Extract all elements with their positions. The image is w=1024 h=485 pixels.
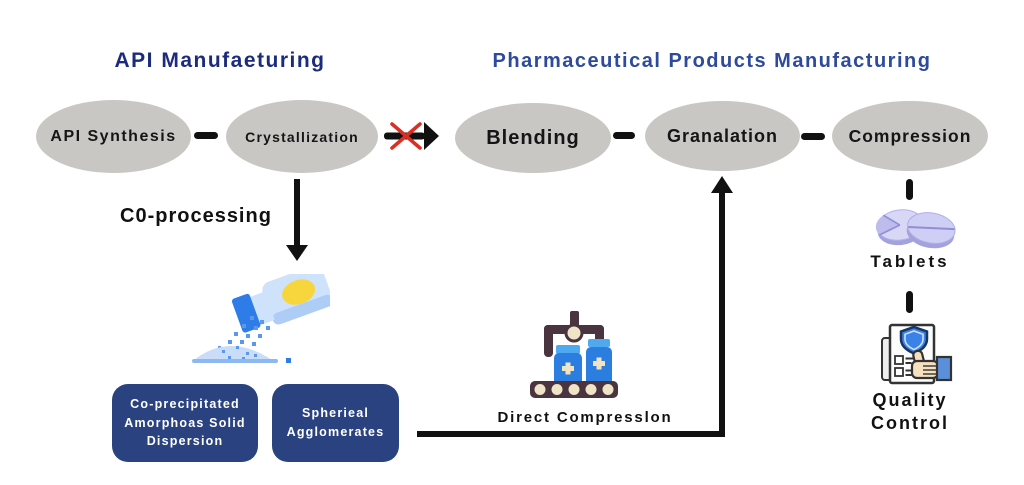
box-line: Agglomerates [286,425,385,439]
elbow-arrow-vertical [719,193,725,437]
blocked-arrow-icon [384,122,439,150]
box-line: Co-precipitated [130,396,240,411]
direct-compression-label: Direct Compresslon [497,409,673,426]
node-blending: Blending [455,103,611,173]
node-crystallization: Crystallization [226,100,378,173]
elbow-arrow-horizontal [417,431,725,437]
co-precipitated-dispersion-box: Co-precipitated Amorphoas Solid Dispersi… [112,384,258,462]
tablets-label: Tablets [870,252,950,271]
box-line: Spherieal [301,406,370,421]
section-title-api-manufacturing: API Manufaeturing [114,49,326,72]
spherical-agglomerates-box: Spherieal Agglomerates [272,384,399,462]
quality-control-icon [881,323,953,385]
connector-dash-3 [801,133,825,140]
spray-bottle-icon [192,274,330,363]
section-title-pharma-products: Pharmaceutical Products Manufacturing [492,50,932,72]
connector-dash-1 [194,132,218,139]
node-compression: Compression [832,101,988,171]
tablets-icon [875,209,956,249]
box-line: Amorphoas Solid [124,415,246,430]
node-api-synthesis: API Synthesis [36,100,191,173]
quality-control-label: Quality Control [871,390,949,434]
connector-dash-2 [613,132,635,139]
down-arrow-shaft [294,179,300,247]
box-line: Dispersion [146,434,224,449]
elbow-arrow-head [711,176,733,193]
conveyor-gripper-icon [530,311,618,398]
connector-dash-compression-tablets [906,179,913,200]
connector-dash-tablets-qc [906,291,913,313]
co-processing-label: C0-processing [120,205,272,227]
node-granalation: Granalation [645,101,800,171]
down-arrow-head [286,245,308,261]
